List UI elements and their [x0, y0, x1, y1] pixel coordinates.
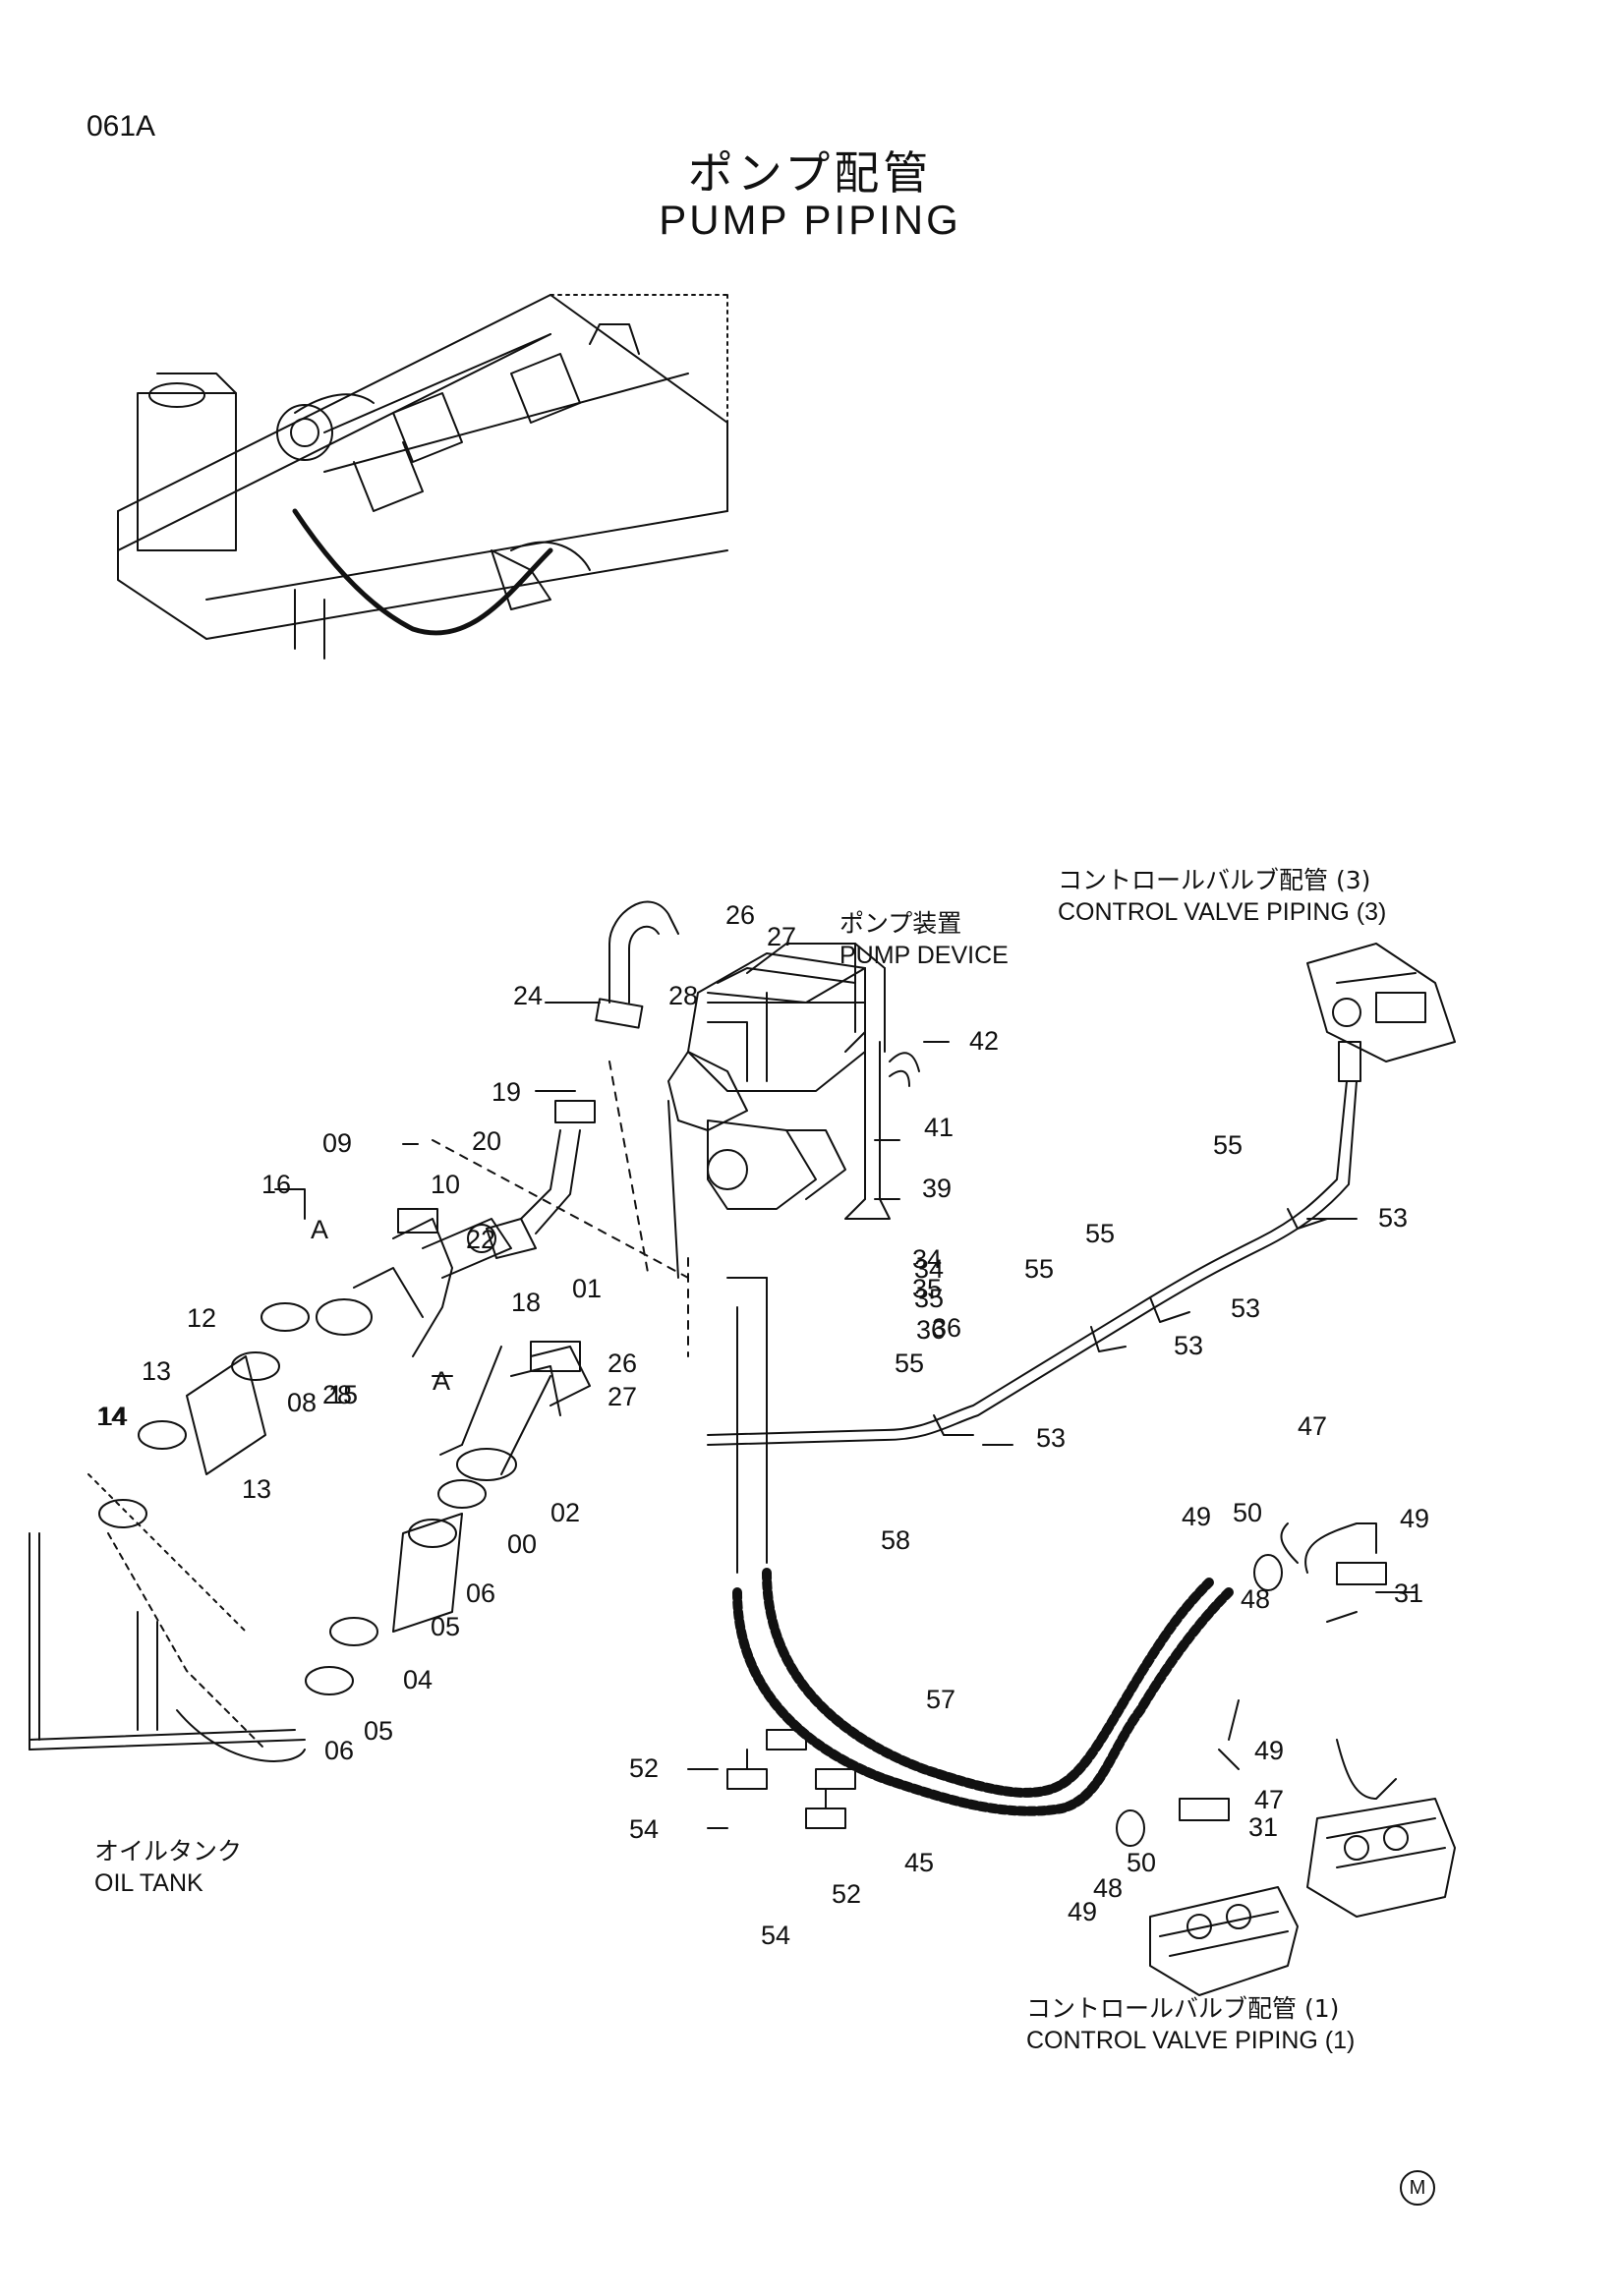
part-number-label: 27 [767, 922, 796, 951]
part-number-label: 55 [1024, 1254, 1054, 1284]
part-number-label: 54 [761, 1921, 790, 1950]
page-title-en: PUMP PIPING [659, 197, 961, 243]
part-number-label: 53 [1378, 1203, 1408, 1233]
pump-device [667, 943, 886, 1210]
caption-pump-device-jp: ポンプ装置 [839, 909, 962, 938]
part-number-label: 14 [96, 1402, 126, 1431]
part-number-label: 10 [431, 1170, 460, 1199]
caption-control-valve-3-en: CONTROL VALVE PIPING (3) [1058, 898, 1387, 926]
part-number-label: 42 [969, 1026, 999, 1056]
part-number-label: 53 [1036, 1423, 1066, 1453]
part-number-label: 49 [1400, 1504, 1429, 1533]
part-number-label: 53 [1231, 1293, 1260, 1323]
part-number-label: 45 [904, 1848, 934, 1877]
caption-oil-tank-jp: オイルタンク [94, 1837, 243, 1866]
part-number-label: 22 [466, 1225, 495, 1254]
caption-oil-tank: オイルタンク OIL TANK [94, 1836, 242, 1899]
part-number-label: 47 [1254, 1785, 1284, 1814]
part-number-label: 49 [1182, 1502, 1211, 1531]
part-number-label: 55 [1085, 1219, 1115, 1248]
part-number-label: 12 [187, 1303, 216, 1333]
part-number-label: 49 [1254, 1736, 1284, 1765]
caption-control-valve-3-jp: コントロールバルブ配管 (3) [1058, 866, 1371, 894]
part-number-label: 27 [608, 1382, 637, 1411]
part-number-label: 35 [912, 1274, 942, 1303]
part-number-label: 13 [242, 1474, 271, 1504]
callout-letter-a: A [433, 1366, 450, 1396]
part-number-label: 06 [466, 1578, 495, 1608]
part-number-label: 34 [914, 1254, 944, 1284]
caption-pump-device-en: PUMP DEVICE [839, 942, 1009, 969]
part-number-label: 19 [492, 1077, 521, 1107]
part-number-label: 24 [513, 981, 543, 1010]
part-number-label: 05 [364, 1716, 393, 1746]
part-number-label: 53 [1174, 1331, 1203, 1360]
control-valve-right [1306, 1798, 1456, 1918]
manufacturer-mark: M [1400, 2170, 1435, 2206]
oil-tank [29, 1473, 306, 1762]
part-number-label: 05 [431, 1612, 460, 1641]
caption-pump-device: ポンプ装置 PUMP DEVICE [839, 908, 1009, 971]
part-number-label: 09 [322, 1128, 352, 1158]
part-number-label: 36 [916, 1315, 946, 1345]
part-number-label: 55 [895, 1349, 924, 1378]
part-number-label: 20 [472, 1126, 501, 1156]
caption-control-valve-1-jp: コントロールバルブ配管 (1) [1026, 1994, 1340, 2023]
part-number-label: 15 [328, 1380, 358, 1409]
control-valve-bottom [1149, 1886, 1299, 1996]
part-number-label: 52 [832, 1879, 861, 1909]
part-number-label: 39 [922, 1174, 952, 1203]
part-number-label: 47 [1298, 1411, 1327, 1441]
part-number-label: 35 [914, 1284, 944, 1313]
part-number-label: 28 [668, 981, 698, 1010]
page-code: 061A [87, 110, 156, 143]
caption-control-valve-1: コントロールバルブ配管 (1) CONTROL VALVE PIPING (1) [1026, 1993, 1355, 2056]
callout-letter-a: A [311, 1215, 328, 1244]
page-title-jp: ポンプ配管 [687, 146, 933, 200]
part-number-label: 02 [550, 1498, 580, 1527]
part-number-label: 41 [924, 1113, 954, 1142]
part-number-label: 16 [261, 1170, 291, 1199]
caption-control-valve-3: コントロールバルブ配管 (3) CONTROL VALVE PIPING (3) [1058, 865, 1386, 928]
part-number-label: 28 [322, 1380, 352, 1409]
part-number-label: 48 [1093, 1873, 1123, 1903]
part-number-label: 34 [912, 1244, 942, 1274]
part-number-label: 50 [1233, 1498, 1262, 1527]
part-number-label: 18 [511, 1288, 541, 1317]
part-number-label: 57 [926, 1685, 955, 1714]
part-number-label: 49 [1068, 1897, 1097, 1926]
machine-overview-sketch [117, 294, 728, 660]
part-number-label: 00 [507, 1529, 537, 1559]
part-number-label: 26 [725, 900, 755, 930]
part-number-label: 01 [572, 1274, 602, 1303]
part-number-label: 26 [608, 1349, 637, 1378]
part-number-label: 08 [287, 1388, 317, 1417]
part-number-label: 50 [1127, 1848, 1156, 1877]
part-number-label: 06 [324, 1736, 354, 1765]
part-number-label: 04 [403, 1665, 433, 1694]
part-number-label: 31 [1248, 1812, 1278, 1842]
part-number-label: 58 [881, 1525, 910, 1555]
part-number-label: 14 [98, 1402, 128, 1431]
part-number-label: 55 [1213, 1130, 1243, 1160]
part-number-label: 36 [932, 1313, 961, 1343]
part-number-label: 48 [1241, 1584, 1270, 1614]
part-number-label: 52 [629, 1753, 659, 1783]
caption-oil-tank-en: OIL TANK [94, 1869, 203, 1897]
caption-control-valve-1-en: CONTROL VALVE PIPING (1) [1026, 2027, 1356, 2054]
part-number-label: 31 [1394, 1578, 1423, 1608]
part-number-label: 13 [142, 1356, 171, 1386]
part-number-label: 54 [629, 1814, 659, 1844]
